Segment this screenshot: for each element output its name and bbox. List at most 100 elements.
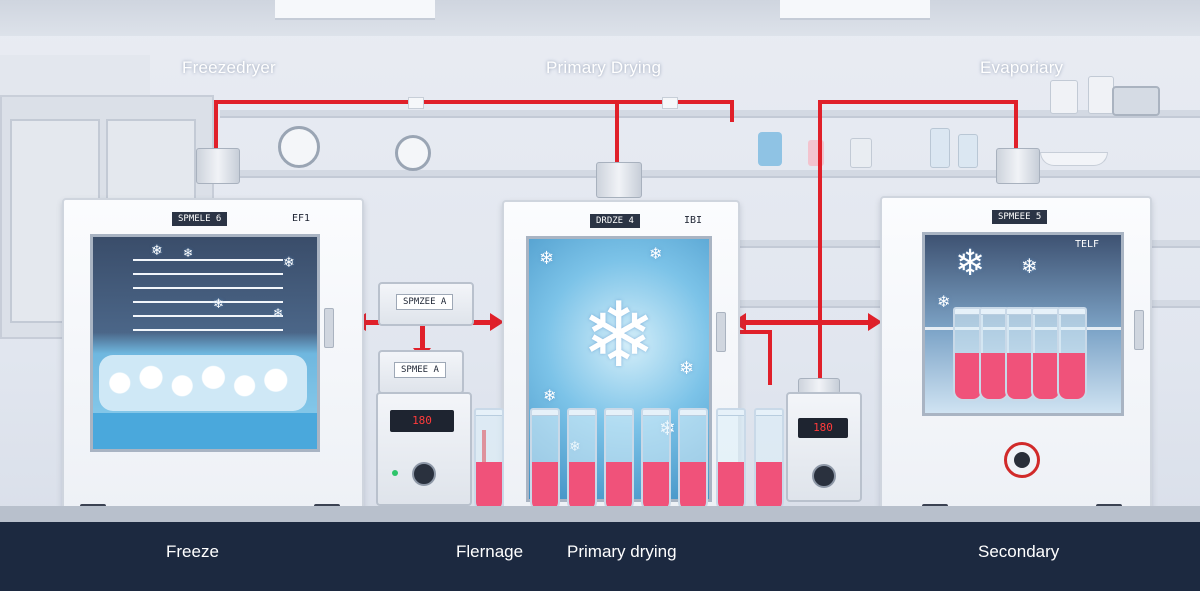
arrow-down-stem — [420, 320, 425, 350]
label-freeze: Freeze — [166, 542, 219, 561]
status-light — [392, 470, 398, 476]
pipe-connector — [408, 97, 424, 109]
door-handle[interactable] — [716, 312, 726, 352]
control-knob[interactable] — [812, 464, 836, 488]
snowflake-icon: ❄ — [937, 294, 951, 311]
pipe-down-center — [615, 100, 619, 162]
snowflake-icon: ❄ — [273, 306, 284, 320]
snowflake-icon: ❄ — [283, 254, 295, 270]
frost-line — [133, 315, 283, 317]
stop-target-icon[interactable] — [1004, 442, 1040, 478]
frost-line — [133, 329, 283, 331]
controller-tag: SPMEE A — [394, 362, 446, 378]
bottle-icon — [958, 134, 978, 168]
temperature-controller-left: 180 — [376, 392, 472, 506]
bottle-icon — [930, 128, 950, 168]
bowl-icon — [1040, 152, 1108, 166]
freezer-window: ❄ ❄ ❄ ❄ ❄ — [90, 234, 320, 452]
snowflake-icon: ❄ — [539, 248, 555, 268]
vial — [530, 408, 560, 512]
large-snowflake-icon: ❄ — [581, 286, 657, 386]
control-knob[interactable] — [412, 462, 436, 486]
unit-code: IBI — [684, 215, 703, 226]
pipe-top-right — [818, 100, 1018, 104]
vial — [716, 408, 746, 512]
unit-tag: DRDZE 4 — [590, 214, 640, 228]
arrow-center-right — [744, 320, 872, 325]
label-freezedryer: Freezedryer — [182, 58, 276, 77]
frost-line — [133, 301, 283, 303]
pipe-vertical-right — [818, 100, 822, 385]
bench-front — [0, 522, 1200, 591]
snowflake-icon: ❄ — [1021, 256, 1038, 278]
bottle-icon — [1088, 76, 1114, 114]
vial — [953, 307, 983, 401]
small-controller-top: SPMZEE A — [378, 282, 474, 326]
ceiling — [0, 0, 1200, 36]
small-controller-mid: SPMEE A — [378, 350, 464, 394]
arrow-head-right — [490, 313, 504, 331]
snowflake-icon: ❄ — [955, 242, 986, 283]
vacuum-port — [996, 148, 1040, 184]
shelf — [220, 110, 1200, 118]
pipe-right-stub — [730, 100, 734, 122]
snowflake-icon: ❄ — [151, 242, 163, 258]
label-secondary: Secondary — [978, 542, 1060, 561]
unit-code: EF1 — [292, 213, 311, 224]
frost-line — [133, 273, 283, 275]
ceiling-light — [780, 0, 930, 20]
snowflake-icon: ❄ — [679, 358, 695, 378]
ceiling-light — [275, 0, 435, 20]
shelf — [220, 170, 1200, 178]
snowflake-icon: ❄ — [649, 246, 663, 263]
vial — [678, 408, 708, 512]
door-handle[interactable] — [324, 308, 334, 348]
label-evaporiary: Evaporiary — [980, 58, 1064, 77]
lab-instrument-icon — [1112, 86, 1160, 116]
vial — [754, 408, 784, 512]
pipe-down-right — [1014, 100, 1018, 148]
snowflake-icon: ❄ — [183, 246, 194, 260]
wall-clock-icon — [278, 126, 320, 168]
pipe-vertical-right-2 — [768, 330, 772, 385]
unit-tag: SPMELE 6 — [172, 212, 228, 226]
bottle-icon — [850, 138, 872, 168]
bottle-icon — [1050, 80, 1078, 114]
pipe-top-main — [214, 100, 734, 104]
unit-code: TELF — [1075, 239, 1100, 250]
temperature-controller-right: 180 — [786, 392, 862, 502]
vacuum-port — [596, 162, 642, 198]
bottle-icon — [758, 132, 782, 166]
secondary-chamber-window: TELF ❄ ❄ ❄ — [922, 232, 1124, 416]
coolant-bath — [93, 413, 317, 449]
vial — [604, 408, 634, 512]
frost-line — [133, 259, 283, 261]
temperature-display: 180 — [390, 410, 454, 432]
frost-line — [133, 287, 283, 289]
snowflake-icon: ❄ — [543, 388, 557, 405]
vial — [1005, 307, 1035, 401]
controller-tag: SPMZEE A — [396, 294, 454, 310]
bench-top — [0, 506, 1200, 522]
gauge-icon — [395, 135, 431, 171]
ice-crystal-cluster-icon — [99, 355, 307, 411]
label-flernage: Flernage — [456, 542, 524, 561]
pipe-link — [736, 330, 772, 334]
vial — [1057, 307, 1087, 401]
label-primary-drying-bottom: Primary drying — [567, 542, 677, 561]
arrow-head-right — [868, 313, 882, 331]
vial — [474, 408, 504, 512]
label-primary-drying-top: Primary Drying — [546, 58, 662, 77]
vacuum-port — [196, 148, 240, 184]
secondary-drying-unit: SPMEEE 5 TELF ❄ ❄ ❄ — [880, 196, 1152, 512]
top-shelf-boxes — [0, 55, 150, 97]
pipe-down-left — [214, 100, 218, 148]
vial — [1031, 307, 1061, 401]
door-handle[interactable] — [1134, 310, 1144, 350]
vial — [641, 408, 671, 512]
freezer-unit: SPMELE 6 EF1 ❄ ❄ ❄ ❄ ❄ — [62, 198, 364, 512]
vial — [567, 408, 597, 512]
unit-tag: SPMEEE 5 — [992, 210, 1048, 224]
snowflake-icon: ❄ — [213, 296, 224, 311]
